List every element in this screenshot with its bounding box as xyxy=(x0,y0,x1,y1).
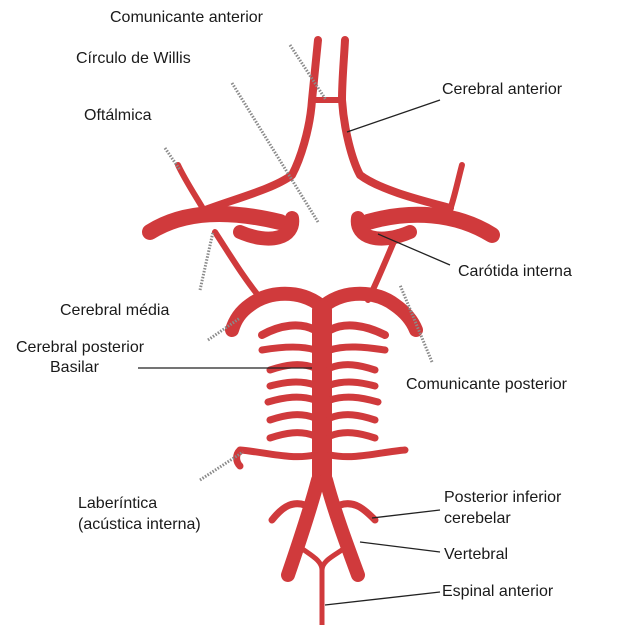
label-cerebral-media: Cerebral média xyxy=(60,301,169,320)
vertebral-artery-left xyxy=(288,480,318,575)
label-oftalmica: Oftálmica xyxy=(84,106,152,125)
label-espinal-anterior: Espinal anterior xyxy=(442,582,553,601)
leader-cerebral-media xyxy=(200,232,213,290)
label-carotida-interna: Carótida interna xyxy=(458,262,572,281)
anterior-cerebral-artery-left xyxy=(200,40,318,212)
labyrinthine-artery-right xyxy=(330,450,405,457)
label-comunicante-posterior: Comunicante posterior xyxy=(406,375,567,394)
label-basilar: Basilar xyxy=(50,358,99,377)
label-comunicante-anterior: Comunicante anterior xyxy=(110,8,263,27)
label-cerebral-anterior: Cerebral anterior xyxy=(442,80,562,99)
ophthalmic-artery-left xyxy=(178,165,205,212)
anterior-spinal-artery xyxy=(297,545,349,625)
label-laberintica: Laberíntica (acústica interna) xyxy=(78,494,201,536)
labyrinthine-artery-left xyxy=(237,450,315,466)
vertebral-artery-right xyxy=(326,480,358,575)
anterior-cerebral-artery-right xyxy=(342,40,450,208)
ophthalmic-artery-right xyxy=(450,165,462,210)
arteries xyxy=(150,40,492,625)
pica-right xyxy=(340,504,375,520)
leader-vertebral xyxy=(360,542,440,552)
leader-cerebral-anterior xyxy=(347,100,440,132)
label-circulo-de-willis: Círculo de Willis xyxy=(76,49,191,68)
superior-cerebellar-right xyxy=(330,325,385,335)
label-vertebral: Vertebral xyxy=(444,545,508,564)
leader-espinal-anterior xyxy=(325,592,440,605)
label-posterior-inferior-cerebelar: Posterior inferior cerebelar xyxy=(444,488,561,530)
superior-cerebellar-left xyxy=(262,325,315,335)
leader-posterior-inferior-cerebelar xyxy=(372,510,440,518)
label-cerebral-posterior: Cerebral posterior xyxy=(16,338,144,357)
